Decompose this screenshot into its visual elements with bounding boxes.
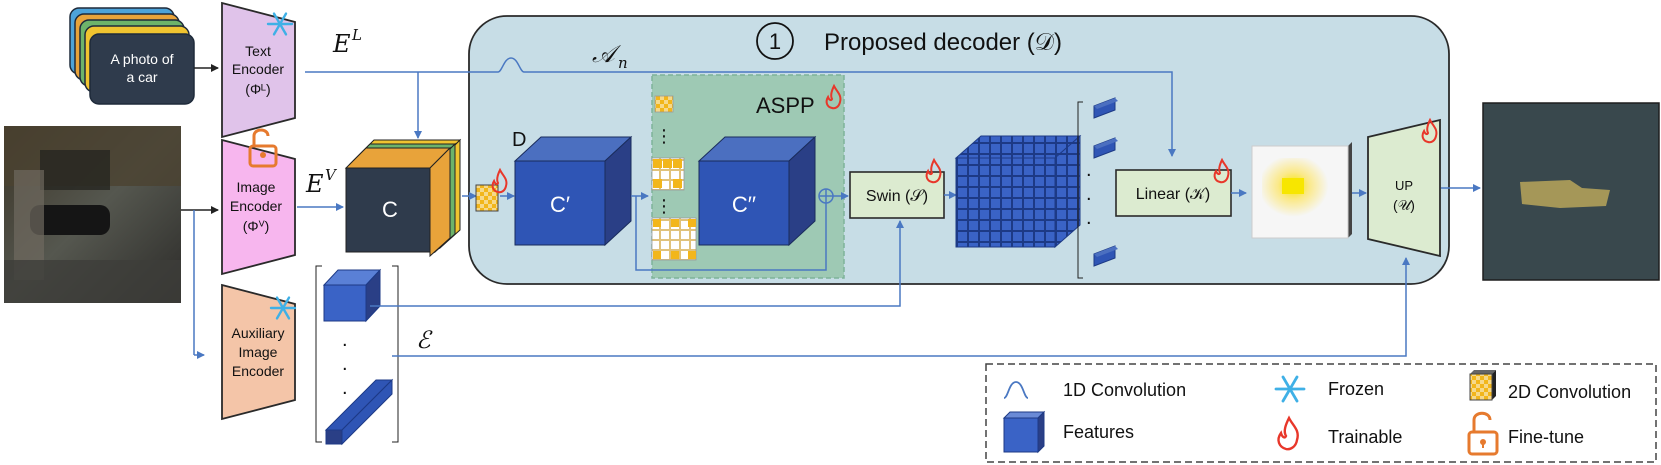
- legend-unlock-icon: [1467, 411, 1499, 456]
- image-encoder-line1: Image: [237, 179, 276, 195]
- c-double-prime-cube: [697, 135, 817, 247]
- legend-finetune-label: Fine-tune: [1508, 427, 1584, 447]
- aux-encoder-snowflake-icon: [269, 296, 297, 320]
- image-encoder-unlock-icon: [248, 128, 278, 168]
- aux-to-upsampler-line: [392, 257, 1410, 357]
- upsampler: [1367, 118, 1441, 258]
- attention-heatmap: [1251, 142, 1352, 239]
- aux-feature-column: [324, 378, 394, 446]
- feature-column-bottom: [1093, 245, 1118, 267]
- feature-column-dot-2: .: [1086, 183, 1092, 205]
- upsampler-line1: UP: [1395, 178, 1413, 193]
- decoder-number: 1: [769, 29, 781, 54]
- text-embedding-line: [305, 57, 1176, 157]
- legend-flame-icon: [1277, 415, 1299, 451]
- swin-label: Swin (𝒮): [866, 188, 928, 205]
- legend-features-icon: [1002, 410, 1046, 454]
- text-embedding-label: E: [332, 30, 351, 58]
- text-encoder-line1: Text: [245, 43, 271, 59]
- aspp-dots-1: ⋮: [655, 126, 673, 146]
- c-prime-cube: [513, 135, 633, 247]
- linear-flame-icon: [1213, 157, 1230, 184]
- prompt-card-line1: A photo of: [110, 51, 173, 67]
- c-prime-label: C′: [550, 192, 570, 217]
- legend-frozen-label: Frozen: [1328, 379, 1384, 399]
- attention-label-sub: n: [618, 54, 628, 72]
- prompt-card-stack: [69, 7, 195, 105]
- text-encoder: [221, 1, 296, 139]
- aspp-kernel-large: [651, 217, 697, 261]
- aux-feature-dot-2: .: [342, 353, 348, 375]
- legend-snowflake-icon: [1274, 375, 1306, 403]
- legend-conv1d-label: 1D Convolution: [1063, 380, 1186, 400]
- aux-feature-cube: [322, 268, 382, 323]
- legend-conv2d-icon: [1469, 370, 1496, 401]
- aux-feature-dot-3: .: [342, 377, 348, 399]
- legend-features-label: Features: [1063, 422, 1134, 442]
- swin-feature-cube: [954, 134, 1082, 249]
- cprime-bypass-line: [635, 196, 827, 271]
- d-label: D: [512, 129, 526, 151]
- aux-feature-bracket-right: [392, 265, 399, 443]
- upsampler-flame-icon: [1421, 117, 1438, 144]
- linear-label: Linear (𝒦): [1136, 186, 1210, 203]
- swin-flame-icon: [925, 157, 942, 184]
- input-street-image: [4, 126, 181, 303]
- aspp-label: ASPP: [756, 93, 815, 118]
- concat-block-label: C: [382, 197, 398, 222]
- aux-encoder-line3: Encoder: [232, 363, 284, 379]
- decoder-number-circle: [756, 22, 794, 60]
- legend-trainable-label: Trainable: [1328, 427, 1402, 447]
- output-segmentation-image: [1482, 102, 1660, 281]
- text-embedding-label-sup: L: [351, 26, 362, 44]
- concat-block: [344, 138, 462, 258]
- aux-to-swin-line: [370, 220, 904, 307]
- legend-conv2d-label: 2D Convolution: [1508, 382, 1631, 402]
- feature-column-dot-3: .: [1086, 207, 1092, 229]
- text-encoder-line3: (Φᴸ): [245, 81, 270, 97]
- aspp-kernel-medium: [651, 157, 685, 191]
- aux-feature-dot-1: .: [342, 329, 348, 351]
- text-encoder-line2: Encoder: [232, 61, 284, 77]
- upsampler-line2: (𝒰): [1393, 197, 1415, 213]
- aux-encoder-line2: Image: [239, 344, 278, 360]
- linear-block: [1115, 169, 1232, 217]
- conv2d-flame-icon: [491, 167, 508, 194]
- aux-feature-bracket-left: [315, 265, 322, 443]
- text-encoder-snowflake-icon: [266, 12, 294, 36]
- image-encoder-line3: (Φⱽ): [243, 218, 270, 234]
- decoder-title: Proposed decoder (𝒟): [824, 29, 1062, 56]
- aux-features-label: ℰ: [416, 326, 433, 354]
- feature-column-mid: [1093, 137, 1118, 159]
- image-encoder-line2: Encoder: [230, 198, 282, 214]
- image-embedding-label: E: [305, 170, 324, 198]
- aspp-kernel-small: [654, 95, 674, 113]
- conv2d-icon: [475, 184, 499, 212]
- aspp-flame-icon: [825, 83, 842, 110]
- feature-column-bracket: [1077, 101, 1083, 279]
- feature-column-top: [1093, 97, 1118, 119]
- feature-column-dot-1: .: [1086, 159, 1092, 181]
- legend-box: [985, 363, 1657, 463]
- c-double-prime-label: C′′: [732, 192, 756, 217]
- legend-conv1d-icon: [1003, 381, 1029, 399]
- aspp-dots-2: ⋮: [655, 196, 673, 216]
- image-embedding-label-sup: V: [325, 166, 338, 184]
- image-encoder: [221, 138, 296, 276]
- aux-encoder-line1: Auxiliary: [232, 325, 285, 341]
- prompt-card-line2: a car: [126, 69, 157, 85]
